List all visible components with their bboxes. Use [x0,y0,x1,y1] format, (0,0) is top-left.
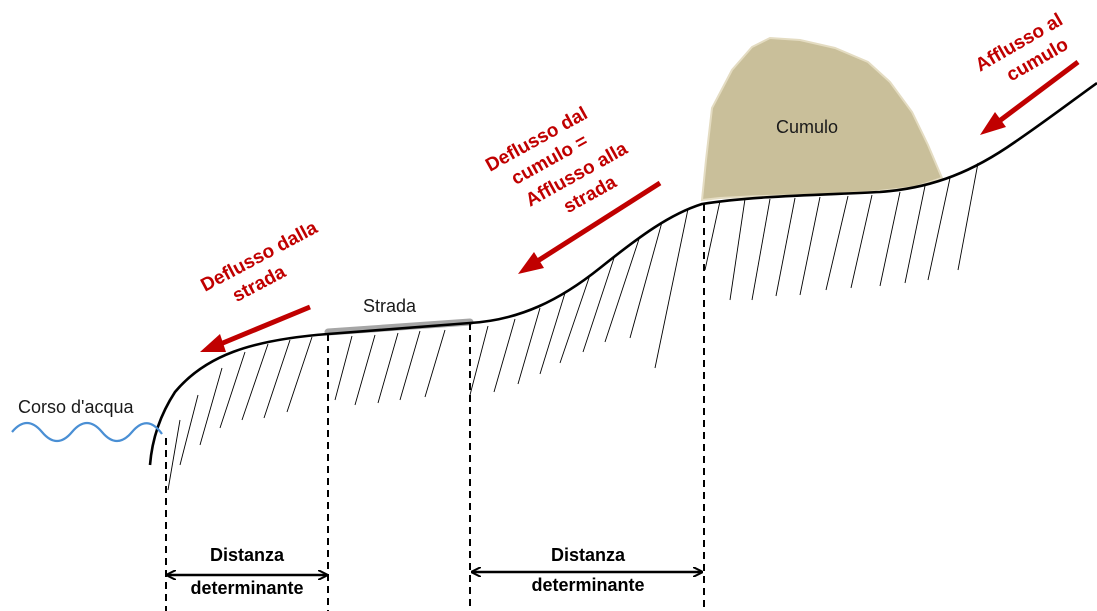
watercourse-label: Corso d'acqua [18,397,134,417]
svg-text:Distanza: Distanza [551,545,626,565]
distance-label-left: Distanza determinante [190,545,303,598]
terrain-profile [150,83,1097,465]
runoff-road-label: Deflusso dalla strada [197,217,332,317]
svg-text:determinante: determinante [190,578,303,598]
distance-label-right: Distanza determinante [531,545,644,595]
inflow-pile-label: Afflusso al cumulo [972,10,1079,98]
watercourse-wave [12,423,162,441]
svg-text:Distanza: Distanza [210,545,285,565]
runoff-pile-label: Deflusso dal cumulo = Afflusso alla stra… [482,94,643,241]
road-label: Strada [363,296,417,316]
pile-label: Cumulo [776,117,838,137]
svg-text:determinante: determinante [531,575,644,595]
